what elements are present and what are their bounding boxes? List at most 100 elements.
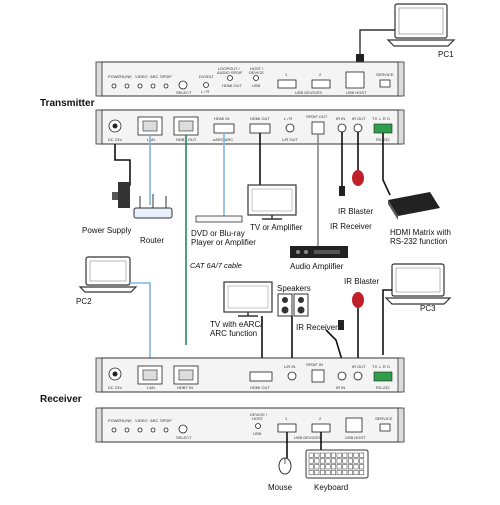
keyboard-key: [347, 458, 353, 464]
audio-amplifier-icon: [290, 246, 348, 258]
hdmi-matrix-icon: [388, 192, 440, 220]
rx-usb-devices-label: USB DEVICES: [294, 435, 321, 440]
tx-ir-in-label: IR IN: [336, 116, 345, 121]
pc3-rs232-cable: [382, 289, 392, 355]
keyboard-key: [342, 464, 348, 470]
tx-ir-blaster-label: IR Blaster: [338, 207, 373, 216]
tx-service-label: SERVICE: [376, 72, 394, 77]
keyboard-key: [325, 452, 331, 458]
rx-usb-label: USB: [253, 431, 262, 436]
audio-amplifier-label: Audio Amplifier: [290, 262, 344, 271]
pc2-label: PC2: [76, 297, 92, 306]
rx-hdbt-in-label: HDBT IN: [177, 385, 193, 390]
pc2-lan-cable: [130, 282, 151, 368]
keyboard-key: [347, 452, 353, 458]
tx-led-video: VIDEO: [135, 74, 147, 79]
receiver-rear-panel: [95, 357, 405, 393]
pc2-laptop: [78, 256, 138, 293]
tx-txrxg-label: TX ⊥ R G: [372, 116, 390, 121]
dvd-label-1: DVD or Blu-ray: [191, 229, 245, 238]
rx-spdif-in-label: SPDIF IN: [306, 362, 323, 367]
rx-usb-host-label: USB HOST: [345, 435, 366, 440]
receiver-title: Receiver: [40, 394, 82, 405]
mouse-label: Mouse: [268, 483, 293, 492]
keyboard-key: [336, 470, 342, 476]
speakers-icon: [277, 293, 309, 317]
rx-ir-blaster-icon: [352, 292, 364, 308]
keyboard-key: [325, 470, 331, 476]
tx-hdmi-in-label: HDMI IN: [214, 116, 229, 121]
rx-ir-out-label: IR OUT: [352, 364, 366, 369]
tx-ir-receiver-label: IR Receiver: [330, 222, 372, 231]
keyboard-key: [347, 464, 353, 470]
tx-lr-label: L / R: [201, 89, 209, 94]
keyboard-key: [308, 464, 314, 470]
rx-led-spdif: SPDIF: [160, 418, 172, 423]
power-cable: [114, 144, 131, 186]
tx-hdmi-out-front-label: HDMI OUT: [222, 83, 242, 88]
receiver-front-panel: [95, 407, 405, 443]
keyboard-key: [314, 470, 320, 476]
tx-usb-devices-label: USB DEVICES: [295, 90, 322, 95]
keyboard-key: [342, 470, 348, 476]
transmitter-front-panel: [95, 61, 405, 97]
cat-cable-label: CAT 6A/7 cable: [190, 261, 242, 270]
pc1-laptop: [386, 3, 456, 47]
keyboard-key: [325, 458, 331, 464]
rs232-cable: [382, 133, 391, 196]
keyboard-label: Keyboard: [314, 483, 348, 492]
keyboard-key: [359, 464, 365, 470]
keyboard-key: [353, 458, 359, 464]
keyboard-key: [353, 452, 359, 458]
rx-service-label: SERVICE: [375, 416, 393, 421]
router-label: Router: [140, 236, 164, 245]
tx-ir-out-label: IR OUT: [352, 116, 366, 121]
pc1-label: PC1: [438, 50, 454, 59]
rx-select-label: SELECT: [176, 435, 192, 440]
pc3-laptop: [384, 263, 452, 305]
keyboard-key: [314, 458, 320, 464]
rx-dc-label: DC 24V: [108, 385, 122, 390]
tx-usb1-label: 1: [285, 72, 288, 77]
tx-led-arc: ARC: [150, 74, 159, 79]
keyboard-key: [347, 470, 353, 476]
router-icon: [133, 194, 173, 219]
keyboard-key: [331, 458, 337, 464]
tx-usb2-label: 2: [319, 72, 322, 77]
tx-ir-blaster-icon: [352, 170, 364, 186]
rx-led-link: LINK: [123, 418, 132, 423]
tx-dc-label: DC 24V: [108, 137, 122, 142]
rx-ir-receiver-icon: [338, 320, 344, 330]
hdmi-matrix-label-1: HDMI Matrix with: [390, 228, 451, 237]
keyboard-key: [319, 464, 325, 470]
keyboard-key: [331, 452, 337, 458]
keyboard-key: [336, 464, 342, 470]
rx-hdmi-out-label: HDMI OUT: [250, 385, 270, 390]
keyboard-key: [359, 452, 365, 458]
tv-earc-label-1: TV with eARC/: [210, 320, 263, 329]
keyboard-key: [342, 452, 348, 458]
tx-led-spdif: SPDIF: [160, 74, 172, 79]
tx-host-label: HOST /: [250, 66, 264, 71]
keyboard-key: [353, 464, 359, 470]
tx-dvi-label: DVI/DLT: [199, 74, 215, 79]
keyboard-key: [314, 464, 320, 470]
rx-ir-receiver-label: IR Receiver: [296, 323, 338, 332]
keyboard-key: [319, 470, 325, 476]
keyboard-key: [319, 452, 325, 458]
keyboard-key: [308, 452, 314, 458]
tx-usb-host-label: USB HOST: [346, 90, 367, 95]
keyboard-key: [314, 452, 320, 458]
rx-ir-in-label: IR IN: [336, 385, 345, 390]
rx-lr-in-label: L/R IN: [284, 364, 295, 369]
rx-led-video: VIDEO: [135, 418, 147, 423]
rx-led-arc: ARC: [150, 418, 159, 423]
keyboard-key: [353, 470, 359, 476]
hdmi-matrix-label-2: RS-232 function: [390, 237, 447, 246]
tx-lr-out-label: L/R OUT: [282, 137, 298, 142]
tx-usb-label: USB: [252, 83, 261, 88]
rx-device-label: DEVICE /: [250, 412, 268, 417]
tx-led-power: POWER: [108, 74, 123, 79]
rx-led-power: POWER: [108, 418, 123, 423]
